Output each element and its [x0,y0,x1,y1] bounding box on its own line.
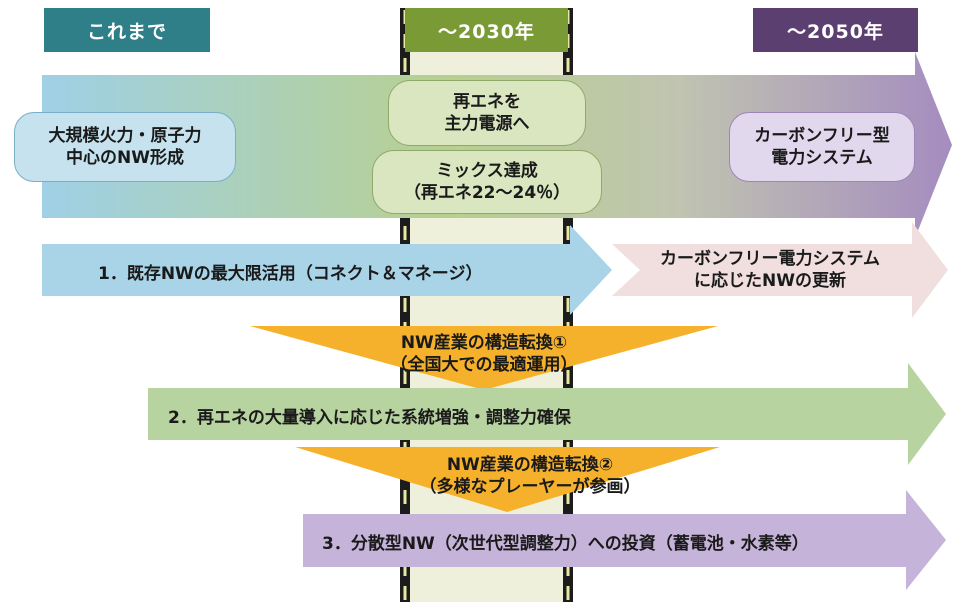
arrow-3-label: 3．分散型NW（次世代型調整力）への投資（蓄電池・水素等） [322,533,809,554]
arrow-1-next-line2: に応じたNWの更新 [694,271,846,292]
arrow-1-next-shape [612,222,948,318]
triangle-2-label: NW産業の構造転換② （多様なプレーヤーが参画） [380,454,680,498]
arrow-2-shape [148,363,946,465]
header-2050-label: ～2050年 [787,20,884,43]
arrow-1-next-line1: カーボンフリー電力システム [660,249,880,269]
box-mix-achievement-line1: ミックス達成 [436,160,538,181]
triangle-2-line1: NW産業の構造転換② [446,455,614,475]
arrow-1-label: 1．既存NWの最大限活用（コネクト＆マネージ） [98,263,483,284]
box-renewable-main-line2: 主力電源へ [444,114,530,134]
arrow-3-shape [303,490,946,590]
box-carbon-free-system-line2: 電力システム [771,148,873,168]
box-past-nw-line2: 中心のNW形成 [66,148,184,168]
triangle-1-shape [250,326,718,390]
box-renewable-main-line1: 再エネを [453,91,521,112]
header-2050: ～2050年 [753,8,918,52]
header-past-label: これまで [86,20,167,43]
arrow-1-shape [42,225,612,315]
box-mix-achievement-line2: （再エネ22～24％） [403,183,571,203]
header-2030: ～2030年 [405,8,568,52]
box-mix-achievement: ミックス達成 （再エネ22～24％） [372,150,602,214]
box-renewable-main: 再エネを 主力電源へ [388,80,586,146]
box-carbon-free-system: カーボンフリー型 電力システム [729,112,915,182]
box-past-nw-line1: 大規模火力・原子力 [48,125,202,146]
box-past-nw: 大規模火力・原子力 中心のNW形成 [14,112,236,182]
triangle-1-line2: （全国大での最適運用） [390,355,578,376]
arrow-2-label: 2．再エネの大量導入に応じた系統増強・調整力確保 [168,407,571,428]
header-2030-label: ～2030年 [438,20,535,43]
box-carbon-free-system-line1: カーボンフリー型 [754,125,890,146]
triangle-2-line2: （多様なプレーヤーが参画） [419,477,641,498]
triangle-1-line1: NW産業の構造転換① [400,333,568,353]
triangle-2-shape [295,447,720,512]
header-past: これまで [44,8,210,52]
triangle-1-label: NW産業の構造転換① （全国大での最適運用） [334,332,634,376]
arrow-1-next-label: カーボンフリー電力システム に応じたNWの更新 [630,248,910,292]
